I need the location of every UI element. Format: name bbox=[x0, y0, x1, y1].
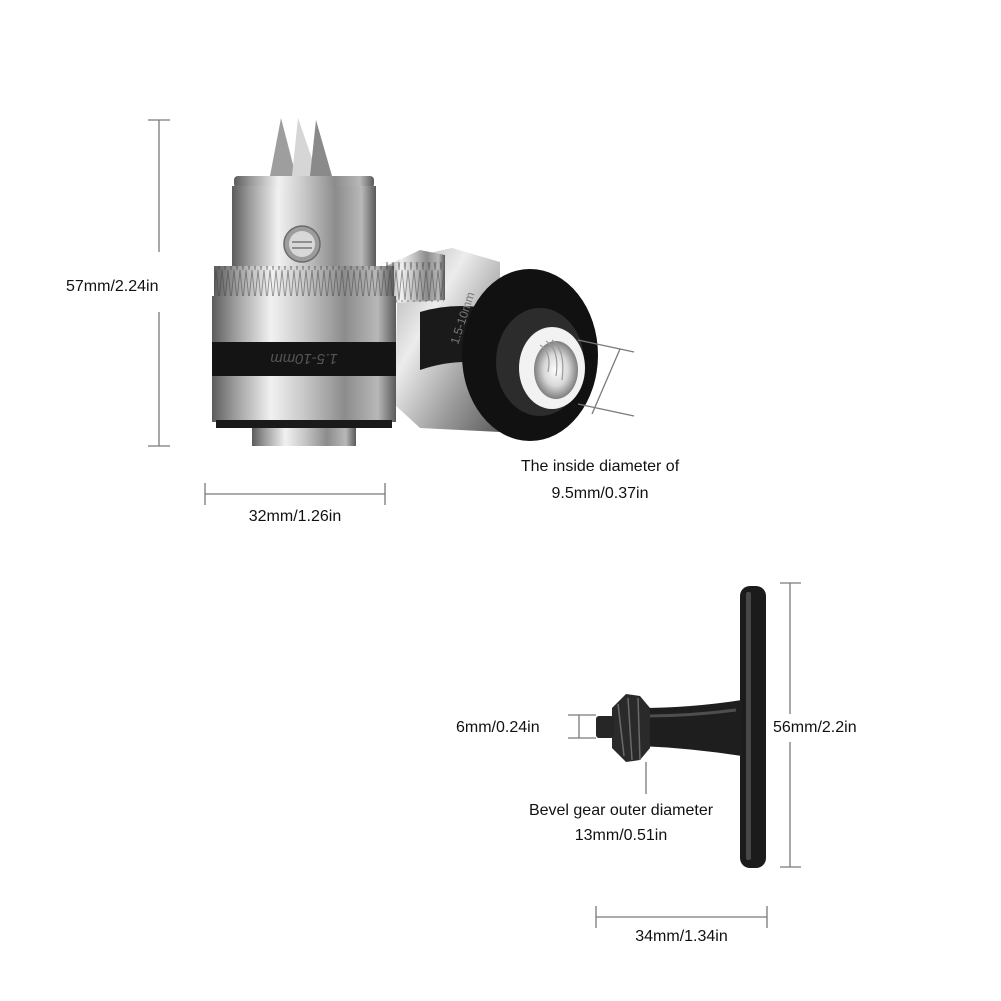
front-chuck-band bbox=[212, 342, 396, 376]
chuck-shank bbox=[252, 428, 356, 446]
rear-chuck-body: 1.5-10mm bbox=[380, 248, 505, 432]
bevel-gear-label-line1: Bevel gear outer diameter bbox=[528, 802, 714, 819]
key-width-label: 34mm/1.34in bbox=[635, 928, 728, 945]
chuck-cap bbox=[234, 176, 374, 188]
key-pilot-tip bbox=[596, 716, 614, 738]
dimension-lines bbox=[148, 119, 801, 928]
chuck-height-label: 57mm/2.24in bbox=[66, 278, 159, 295]
bevel-gear-label-line2: 13mm/0.51in bbox=[574, 827, 668, 844]
chuck-width-dimension bbox=[204, 483, 386, 505]
chuck-key bbox=[596, 586, 766, 868]
front-chuck-marking: 1.5-10mm bbox=[270, 350, 338, 367]
key-shaft bbox=[640, 700, 742, 756]
chuck-lower-sleeve bbox=[212, 296, 396, 342]
inside-diameter-dimension bbox=[577, 339, 635, 417]
inside-diameter-label-line2: 9.5mm/0.37in bbox=[551, 485, 649, 502]
rear-chuck: 1.5-10mm bbox=[380, 248, 598, 441]
key-tip-dimension bbox=[568, 714, 596, 739]
chuck-width-label: 32mm/1.26in bbox=[248, 508, 342, 525]
key-tip-label: 6mm/0.24in bbox=[456, 719, 540, 736]
chuck-jaw bbox=[310, 120, 332, 176]
key-height-label: 56mm/2.2in bbox=[773, 719, 857, 736]
chuck-bottom-sleeve bbox=[212, 376, 396, 422]
chuck-jaw bbox=[270, 118, 296, 176]
inside-diameter-label-line1: The inside diameter of bbox=[520, 458, 680, 475]
threaded-bore bbox=[534, 341, 578, 399]
front-chuck: 1.5-10mm bbox=[212, 118, 396, 446]
key-height-dimension bbox=[780, 582, 801, 868]
key-width-dimension bbox=[595, 906, 768, 928]
chuck-height-dimension bbox=[148, 119, 170, 447]
chuck-jaw bbox=[292, 118, 318, 176]
rear-chuck-face bbox=[462, 269, 598, 441]
bevel-gear bbox=[612, 694, 650, 762]
